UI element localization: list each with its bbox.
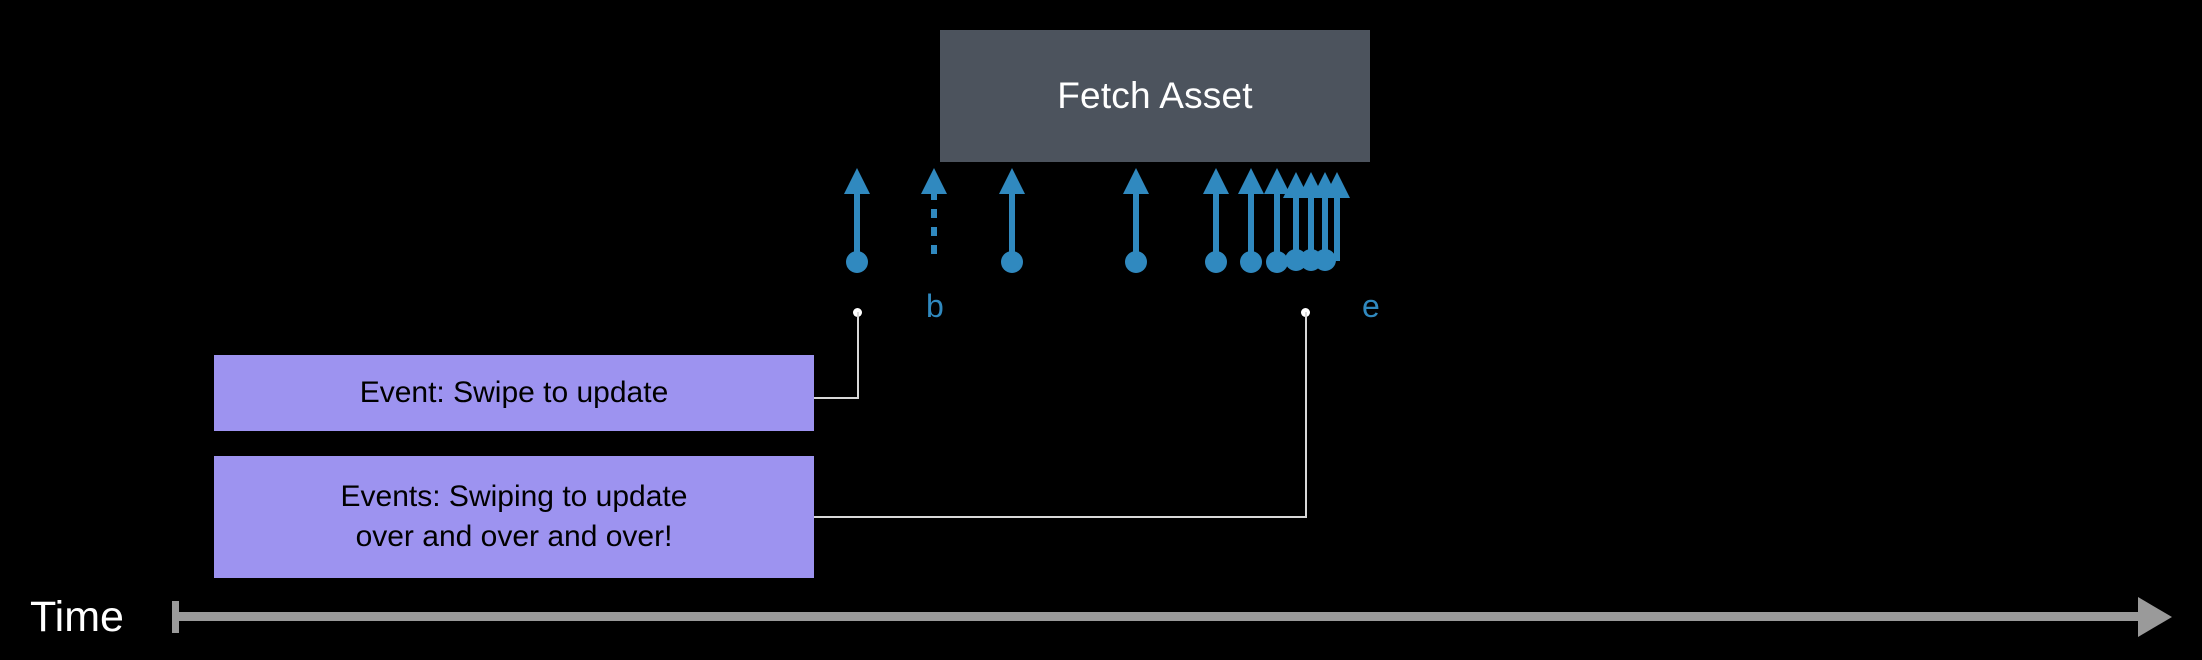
arrow-stem [1274, 191, 1280, 261]
event-dot-icon [1266, 251, 1288, 273]
callout-repeated-events-line2: over and over and over! [355, 520, 673, 553]
event-dot-icon [1240, 251, 1262, 273]
callout-repeated-events[interactable]: Events: Swiping to update over and over … [214, 456, 814, 578]
leader-line-horizontal [814, 397, 859, 399]
callout-single-event[interactable]: Event: Swipe to update [214, 355, 814, 431]
arrow-head-icon [1203, 168, 1229, 194]
arrow-stem [1009, 191, 1015, 261]
arrow-head-icon [999, 168, 1025, 194]
arrow-stem [1308, 195, 1314, 259]
arrow-stem-dashed [931, 191, 937, 263]
event-dot-icon [1125, 251, 1147, 273]
event-dot-icon [1001, 251, 1023, 273]
leader-line-vertical [1305, 312, 1307, 517]
event-dot-icon [1314, 249, 1336, 271]
arrow-head-icon [1238, 168, 1264, 194]
task-box-label: Fetch Asset [1057, 75, 1253, 116]
leader-line-vertical [857, 312, 859, 398]
callout-repeated-events-line1: Events: Swiping to update [340, 480, 688, 513]
arrow-head-icon [1324, 172, 1350, 198]
arrow-stem [1248, 191, 1254, 261]
callout-single-event-text: Event: Swipe to update [359, 376, 669, 409]
arrow-head-icon [921, 168, 947, 194]
arrow-stem [1293, 195, 1299, 259]
time-axis-line [176, 612, 2140, 621]
time-axis-arrow-icon [2138, 597, 2172, 637]
arrow-stem [1213, 191, 1219, 261]
leader-line-horizontal [814, 516, 1307, 518]
marker-label-b: b [926, 288, 944, 324]
event-dot-icon [846, 251, 868, 273]
time-axis-start-tick [172, 601, 179, 633]
marker-label-e: e [1362, 288, 1380, 324]
arrow-stem [854, 191, 860, 261]
arrow-head-icon [844, 168, 870, 194]
event-dot-icon [1205, 251, 1227, 273]
task-box-fetch-asset[interactable]: Fetch Asset [940, 30, 1370, 162]
arrow-stem [1334, 195, 1340, 261]
arrow-stem [1133, 191, 1139, 261]
arrow-stem [1322, 195, 1328, 259]
time-axis-label: Time [30, 593, 124, 641]
arrow-head-icon [1123, 168, 1149, 194]
